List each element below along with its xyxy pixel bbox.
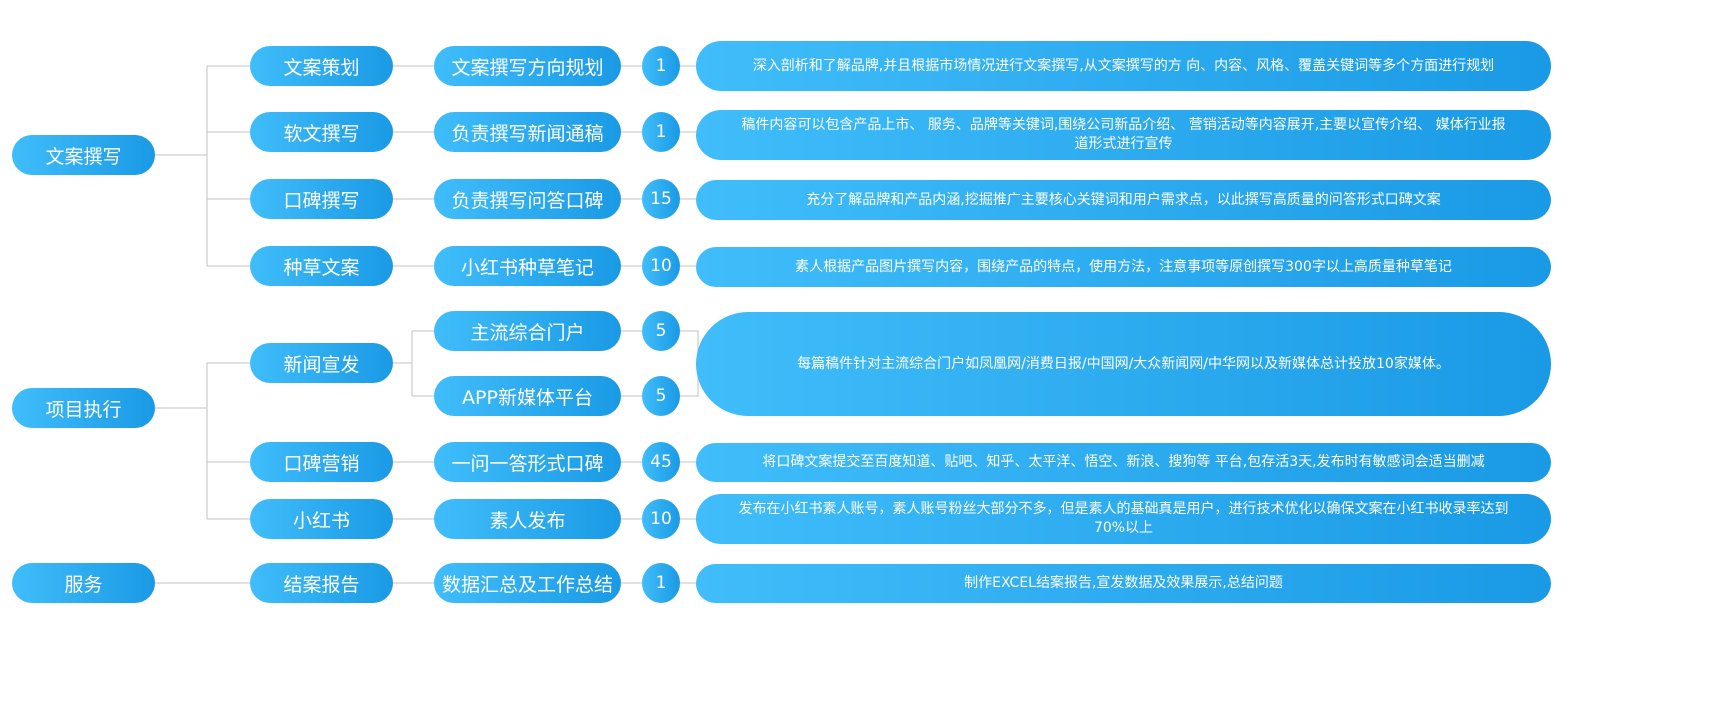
category-pill: 口碑撰写 <box>250 179 393 219</box>
count-badge: 1 <box>642 563 680 603</box>
category-pill: 新闻宣发 <box>250 343 393 383</box>
level1-copywriting: 文案撰写 <box>12 135 155 175</box>
description-pill: 发布在小红书素人账号，素人账号粉丝大部分不多，但是素人的基础真是用户，进行技术优… <box>696 494 1551 544</box>
count-badge: 45 <box>642 442 680 482</box>
category-pill: 软文撰写 <box>250 112 393 152</box>
task-pill: 一问一答形式口碑 <box>434 442 621 482</box>
description-pill: 素人根据产品图片撰写内容，围绕产品的特点，使用方法，注意事项等原创撰写300字以… <box>696 247 1551 287</box>
count-badge: 5 <box>642 376 680 416</box>
description-pill: 充分了解品牌和产品内涵,挖掘推广主要核心关键词和用户需求点，以此撰写高质量的问答… <box>696 180 1551 220</box>
count-badge: 1 <box>642 112 680 152</box>
description-pill: 深入剖析和了解品牌,并且根据市场情况进行文案撰写,从文案撰写的方 向、内容、风格… <box>696 41 1551 91</box>
description-pill: 稿件内容可以包含产品上市、 服务、品牌等关键词,围绕公司新品介绍、 营销活动等内… <box>696 110 1551 160</box>
description-pill: 将口碑文案提交至百度知道、贴吧、知乎、太平洋、悟空、新浪、搜狗等 平台,包存活3… <box>696 443 1551 482</box>
count-badge: 10 <box>642 246 680 286</box>
level1-service: 服务 <box>12 563 155 603</box>
task-pill: 小红书种草笔记 <box>434 246 621 286</box>
task-pill: APP新媒体平台 <box>434 376 621 416</box>
category-pill: 结案报告 <box>250 563 393 603</box>
category-pill: 文案策划 <box>250 46 393 86</box>
task-pill: 素人发布 <box>434 499 621 539</box>
level1-execution: 项目执行 <box>12 388 155 428</box>
task-pill: 主流综合门户 <box>434 311 621 351</box>
category-pill: 口碑营销 <box>250 442 393 482</box>
task-pill: 文案撰写方向规划 <box>434 46 621 86</box>
task-pill: 负责撰写问答口碑 <box>434 179 621 219</box>
count-badge: 1 <box>642 46 680 86</box>
task-pill: 数据汇总及工作总结 <box>434 563 621 603</box>
count-badge: 10 <box>642 499 680 539</box>
task-pill: 负责撰写新闻通稿 <box>434 112 621 152</box>
description-pill: 每篇稿件针对主流综合门户如凤凰网/消费日报/中国网/大众新闻网/中华网以及新媒体… <box>696 312 1551 416</box>
category-pill: 小红书 <box>250 499 393 539</box>
description-pill: 制作EXCEL结案报告,宣发数据及效果展示,总结问题 <box>696 564 1551 603</box>
count-badge: 5 <box>642 311 680 351</box>
count-badge: 15 <box>642 179 680 219</box>
category-pill: 种草文案 <box>250 246 393 286</box>
